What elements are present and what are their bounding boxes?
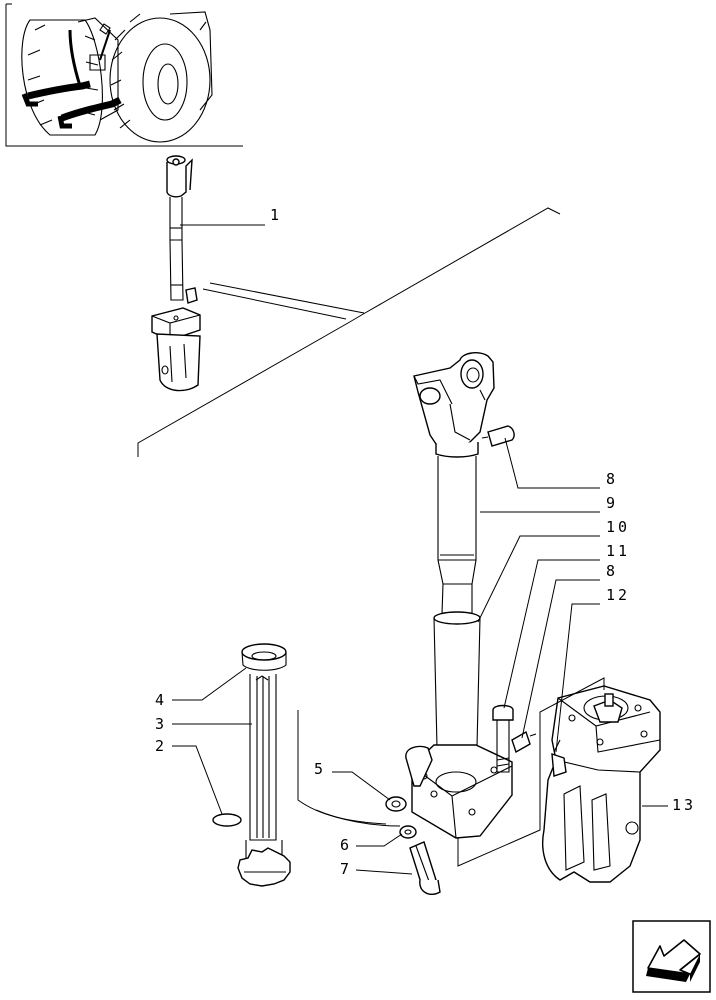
label-8-bottom: 8 <box>606 562 618 580</box>
label-10: 10 <box>606 518 630 536</box>
bracket <box>542 685 661 883</box>
label-11: 11 <box>606 542 630 560</box>
label-2: 2 <box>155 737 167 755</box>
label-4: 4 <box>155 691 167 709</box>
label-13: 13 <box>672 796 696 814</box>
lift-rod-overview <box>151 155 201 392</box>
label-7: 7 <box>340 860 352 878</box>
label-9: 9 <box>606 494 618 512</box>
label-3: 3 <box>155 715 167 733</box>
label-6: 6 <box>340 836 352 854</box>
label-1: 1 <box>270 206 282 224</box>
small-parts <box>385 796 441 896</box>
leader-lines <box>172 437 668 875</box>
tractor-thumbnail <box>5 3 243 147</box>
back-arrow-button[interactable] <box>632 920 711 993</box>
connector-lines <box>180 224 605 867</box>
splined-shaft <box>212 643 291 887</box>
label-5: 5 <box>314 760 326 778</box>
lift-rod-assembly <box>405 352 515 839</box>
bolt-and-nipple <box>492 704 537 773</box>
label-12: 12 <box>606 586 630 604</box>
label-8-top: 8 <box>606 470 618 488</box>
back-arrow-icon <box>646 939 701 982</box>
enlargement-outline <box>137 207 561 457</box>
